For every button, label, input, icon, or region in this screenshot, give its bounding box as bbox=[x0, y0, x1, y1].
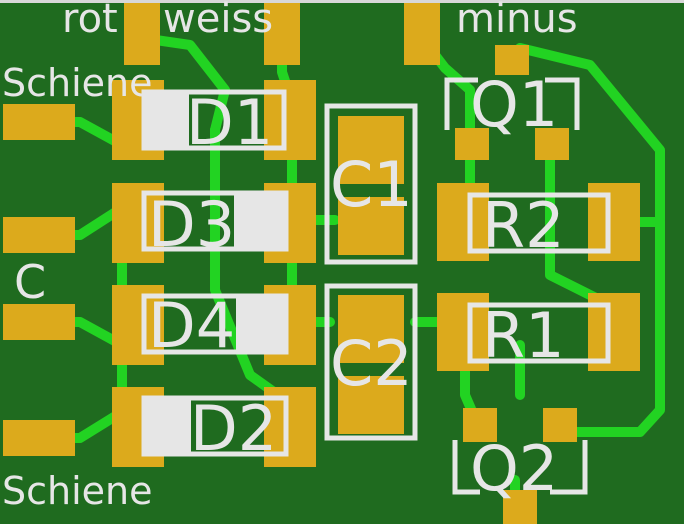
pad-q2-bottom bbox=[503, 490, 537, 524]
d4-body-fill bbox=[236, 296, 286, 352]
label-weiss: weiss bbox=[163, 0, 273, 42]
pad-c2-top bbox=[338, 295, 404, 363]
label-r1: R1 bbox=[482, 299, 565, 372]
pad-c-top bbox=[3, 217, 75, 253]
silkscreen bbox=[141, 77, 611, 495]
label-c: C bbox=[14, 255, 46, 309]
label-c2: C2 bbox=[330, 327, 413, 400]
pad-q1-top bbox=[495, 45, 529, 75]
label-q2: Q2 bbox=[470, 432, 558, 505]
label-d4: D4 bbox=[148, 289, 235, 362]
outline-c1 bbox=[324, 103, 418, 265]
pad-schiene-top bbox=[3, 104, 75, 140]
pad-q1-left bbox=[455, 128, 489, 160]
label-d3: D3 bbox=[148, 188, 235, 261]
pad-minus bbox=[404, 3, 440, 65]
board-top-edge bbox=[0, 0, 684, 3]
outline-c2 bbox=[324, 283, 418, 441]
pad-weiss bbox=[264, 3, 300, 65]
d2-cathode-band bbox=[144, 398, 191, 454]
pad-q1-right bbox=[535, 128, 569, 160]
pad-schiene-bottom bbox=[3, 420, 75, 456]
label-d2: D2 bbox=[190, 392, 277, 465]
outline-q1 bbox=[444, 77, 580, 130]
outline-q2 bbox=[452, 440, 588, 495]
trace-right-bus bbox=[555, 217, 665, 437]
label-q1: Q1 bbox=[470, 68, 558, 141]
trace-rot bbox=[137, 33, 230, 135]
d1-cathode-band bbox=[144, 92, 189, 148]
pad-q2-left bbox=[463, 408, 497, 442]
pad-rot bbox=[124, 3, 160, 65]
label-d1: D1 bbox=[186, 86, 273, 159]
outline-r1 bbox=[467, 302, 611, 364]
outline-r2 bbox=[467, 192, 611, 254]
wire-labels: rot weiss minus Schiene C Schiene bbox=[2, 0, 578, 513]
pad-c1-top bbox=[338, 116, 404, 184]
label-r2: R2 bbox=[482, 189, 565, 262]
pad-q2-right bbox=[543, 408, 577, 442]
component-labels: D1 D3 D4 D2 C1 C2 R2 R1 Q1 Q2 bbox=[148, 68, 565, 505]
trace-q1-r2-right bbox=[545, 135, 605, 305]
label-c1: C1 bbox=[330, 148, 413, 221]
pad-c2-bottom bbox=[338, 376, 404, 434]
d3-body-fill bbox=[234, 193, 286, 249]
label-schiene-top: Schiene bbox=[2, 61, 153, 105]
pad-c-bottom bbox=[3, 304, 75, 340]
pad-c1-bottom bbox=[338, 197, 404, 255]
label-minus: minus bbox=[456, 0, 578, 42]
label-rot: rot bbox=[62, 0, 118, 42]
diode-bodies bbox=[144, 92, 286, 454]
label-schiene-bottom: Schiene bbox=[2, 469, 153, 513]
